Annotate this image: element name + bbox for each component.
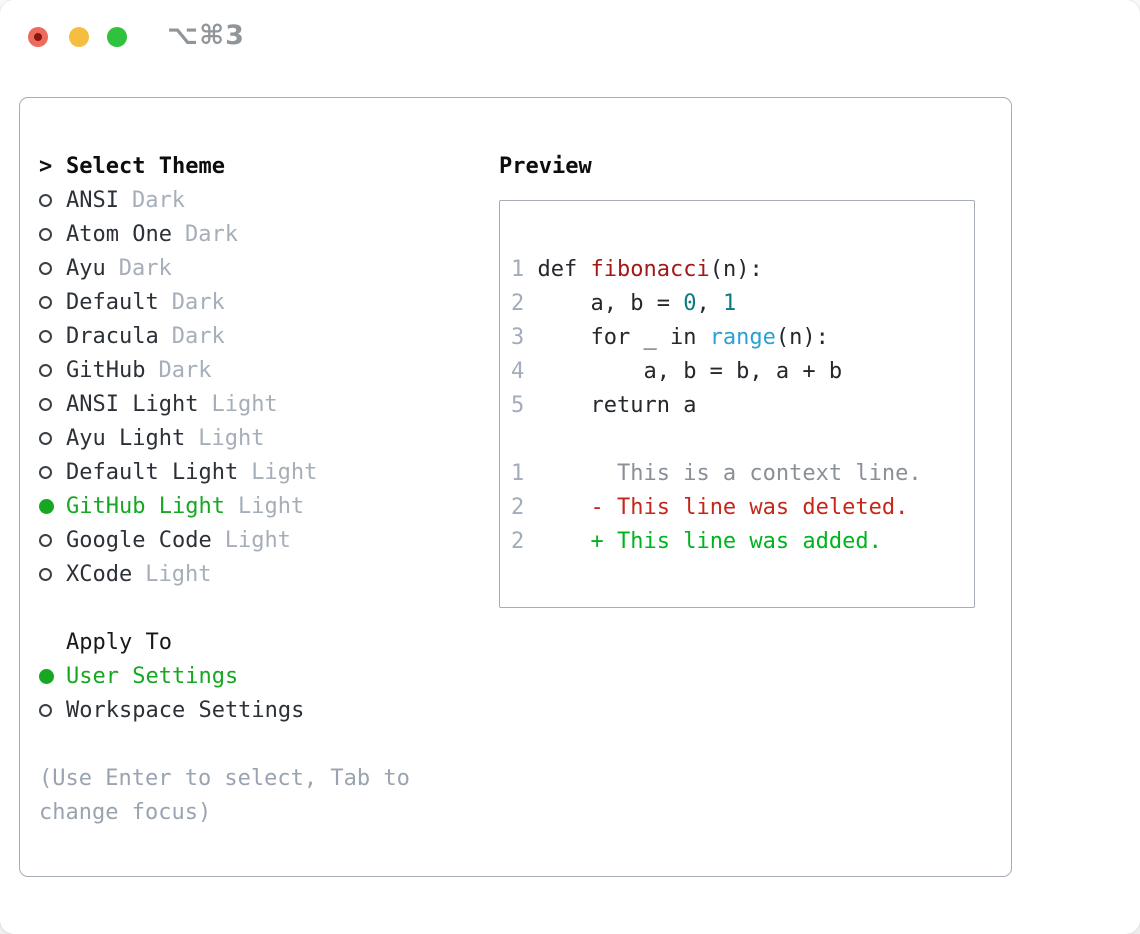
radio-icon [39,703,66,717]
footer-hint: (Use Enter to select, Tab to change focus… [39,761,1011,829]
theme-item-label: ANSI [66,187,119,213]
theme-item-label: Default [66,289,159,315]
line-number: 2 [511,290,538,316]
radio-icon [39,567,66,581]
theme-item-ayu[interactable]: Ayu Dark [39,251,1011,285]
preview-column: Preview 1 def fibonacci(n): 2 a, b = 0, 1… [499,149,975,608]
window-title: ⌥⌘3 [167,20,245,51]
line-number: 4 [511,358,538,384]
diff-text: - This line was deleted. [590,494,909,520]
radio-icon [39,465,66,479]
radio-icon [39,329,66,343]
theme-item-github-light[interactable]: GitHub Light Light [39,489,1011,523]
apply-item-label: Workspace Settings [66,697,305,723]
spacer [511,422,974,456]
titlebar: ⌥⌘3 [0,0,1140,76]
diff-line-deleted: 2 - This line was deleted. [511,490,974,524]
radio-selected-icon [39,668,66,684]
theme-item-label: Google Code [66,527,212,553]
preview-header: Preview [499,149,975,183]
radio-selected-icon [39,498,66,514]
code-line: 1 def fibonacci(n): [511,256,763,282]
theme-item-label: GitHub Light [66,493,225,519]
radio-icon [39,533,66,547]
apply-item-label: User Settings [66,663,239,689]
minimize-button[interactable] [69,27,89,47]
apply-to-header: Apply To [39,625,1011,659]
diff-line-context: 1 This is a context line. [511,456,974,490]
code-line: 4 a, b = b, a + b [511,358,843,384]
radio-icon [39,261,66,275]
code-line: 2 a, b = 0, 1 [511,290,737,316]
theme-variant-tag: Dark [158,357,212,383]
theme-item-label: GitHub [66,357,146,383]
preview-title: Preview [499,153,592,179]
radio-icon [39,431,66,445]
theme-variant-tag: Light [224,527,291,553]
radio-icon [39,295,66,309]
footer-hint-line: change focus) [39,799,212,825]
prompt-icon: > [39,153,53,179]
theme-item-ansi-light[interactable]: ANSI Light Light [39,387,1011,421]
line-number: 5 [511,392,538,418]
close-dot-icon [34,33,42,41]
radio-icon [39,363,66,377]
close-button[interactable] [28,27,48,47]
theme-item-label: Atom One [66,221,172,247]
theme-item-label: XCode [66,561,133,587]
theme-variant-tag: Light [198,425,265,451]
footer-hint-line: (Use Enter to select, Tab to [39,765,410,791]
theme-variant-tag: Dark [184,221,238,247]
code-line: 5 return a [511,392,697,418]
line-number: 1 [511,460,591,486]
theme-item-default[interactable]: Default Dark [39,285,1011,319]
theme-item-dracula[interactable]: Dracula Dark [39,319,1011,353]
line-number: 2 [511,528,591,554]
theme-item-default-light[interactable]: Default Light Light [39,455,1011,489]
apply-item-workspace-settings[interactable]: Workspace Settings [39,693,1011,727]
line-number: 2 [511,494,591,520]
diff-text: This is a context line. [590,460,922,486]
theme-variant-tag: Light [145,561,212,587]
theme-item-label: ANSI Light [66,391,199,417]
theme-variant-tag: Dark [171,323,225,349]
radio-icon [39,193,66,207]
theme-item-label: Dracula [66,323,159,349]
theme-variant-tag: Light [251,459,318,485]
theme-item-label: Default Light [66,459,239,485]
select-theme-header: > Select Theme [39,149,1011,183]
select-theme-title: Select Theme [66,153,225,179]
theme-item-label: Ayu Light [66,425,186,451]
code-sample: 1 def fibonacci(n): 2 a, b = 0, 1 3 for _ … [511,252,974,422]
zoom-button[interactable] [107,27,127,47]
theme-variant-tag: Light [211,391,278,417]
theme-item-google-code[interactable]: Google Code Light [39,523,1011,557]
theme-item-atom-one[interactable]: Atom One Dark [39,217,1011,251]
radio-icon [39,227,66,241]
spacer [39,727,1011,761]
diff-sample: 1 This is a context line.2 - This line w… [511,456,974,558]
theme-item-xcode[interactable]: XCode Light [39,557,1011,591]
theme-item-ayu-light[interactable]: Ayu Light Light [39,421,1011,455]
theme-item-github[interactable]: GitHub Dark [39,353,1011,387]
preview-box: 1 def fibonacci(n): 2 a, b = 0, 1 3 for _ … [499,200,975,608]
theme-variant-tag: Dark [131,187,185,213]
line-number: 1 [511,256,538,282]
apply-item-user-settings[interactable]: User Settings [39,659,1011,693]
theme-variant-tag: Dark [171,289,225,315]
line-number: 3 [511,324,538,350]
radio-icon [39,397,66,411]
diff-text: + This line was added. [590,528,882,554]
code-line: 3 for _ in range(n): [511,324,829,350]
theme-item-ansi[interactable]: ANSI Dark [39,183,1011,217]
theme-item-label: Ayu [66,255,106,281]
theme-variant-tag: Dark [118,255,172,281]
apply-to-title: Apply To [66,629,172,655]
theme-variant-tag: Light [237,493,305,519]
diff-line-added: 2 + This line was added. [511,524,974,558]
